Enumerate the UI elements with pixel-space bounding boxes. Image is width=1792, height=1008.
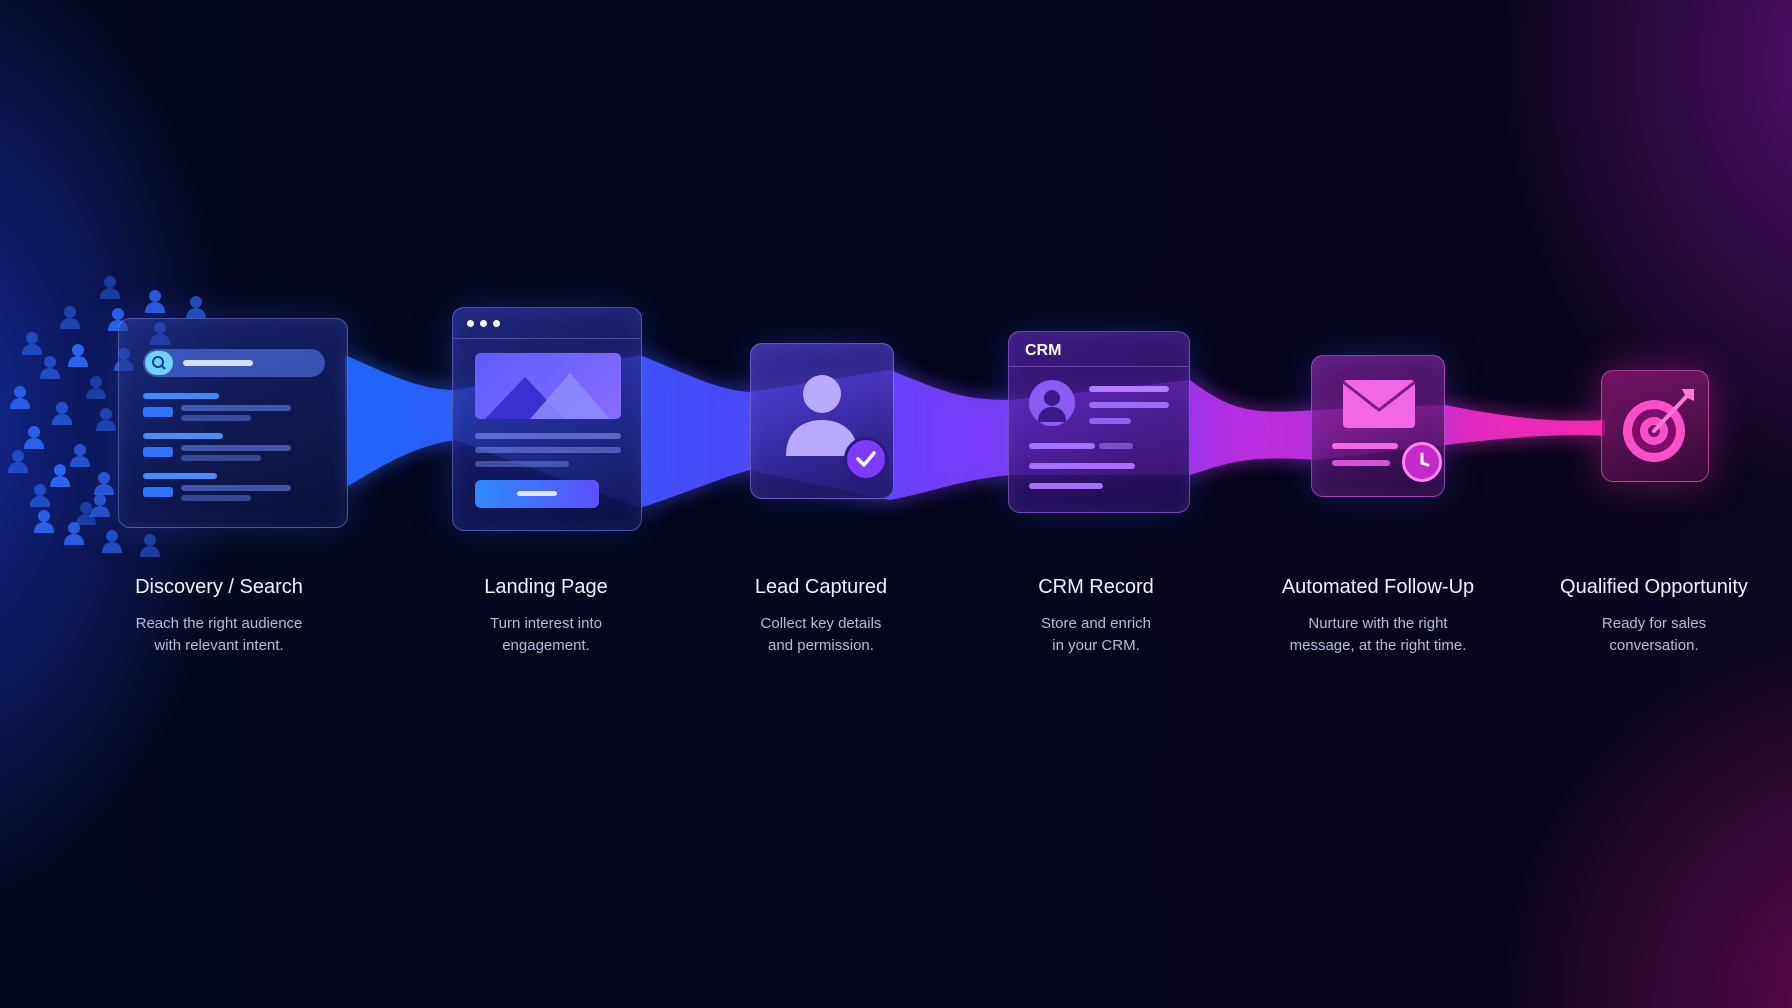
- person-icon: [68, 344, 88, 367]
- person-icon: [10, 386, 30, 409]
- contact-avatar-icon: [1029, 380, 1075, 426]
- hero-image-icon: [475, 353, 621, 419]
- person-icon: [102, 530, 122, 553]
- stage-title-follow-up: Automated Follow-Up: [1281, 576, 1475, 598]
- person-icon: [100, 276, 120, 299]
- envelope-icon: [1342, 380, 1416, 428]
- person-icon: [94, 472, 114, 495]
- user-icon: [786, 375, 858, 456]
- window-dot-icon: [493, 320, 500, 327]
- cta-button: [475, 480, 599, 508]
- person-icon: [76, 502, 96, 525]
- clock-icon: [1402, 442, 1442, 482]
- crm-record-card: CRM: [1008, 331, 1190, 513]
- search-icon: [145, 351, 173, 375]
- browser-toolbar: [453, 308, 641, 339]
- person-icon: [30, 484, 50, 507]
- person-icon: [145, 290, 165, 313]
- stage-title-crm: CRM Record: [1038, 576, 1154, 598]
- landing-page-card: [452, 307, 642, 531]
- person-icon: [64, 522, 84, 545]
- target-icon: [1623, 389, 1694, 462]
- person-icon: [96, 408, 116, 431]
- person-icon: [40, 356, 60, 379]
- stage-title-landing: Landing Page: [484, 576, 608, 598]
- lead-captured-card: [750, 343, 894, 499]
- person-icon: [22, 332, 42, 355]
- stage-title-opportunity: Qualified Opportunity: [1560, 576, 1748, 598]
- check-icon: [844, 437, 888, 481]
- person-icon: [90, 494, 110, 517]
- stage-title-lead: Lead Captured: [754, 576, 888, 598]
- person-icon: [52, 402, 72, 425]
- follow-up-card: [1311, 355, 1445, 497]
- search-bar: [143, 349, 325, 377]
- person-icon: [140, 534, 160, 557]
- crm-label: CRM: [1025, 342, 1062, 359]
- person-icon: [70, 444, 90, 467]
- person-icon: [8, 450, 28, 473]
- stage-title-discovery: Discovery / Search: [135, 576, 303, 598]
- search-results-card: [118, 318, 348, 528]
- person-icon: [50, 464, 70, 487]
- window-dot-icon: [480, 320, 487, 327]
- person-icon: [60, 306, 80, 329]
- person-icon: [24, 426, 44, 449]
- person-icon: [86, 376, 106, 399]
- person-icon: [186, 296, 206, 319]
- opportunity-card: [1601, 370, 1709, 482]
- window-dot-icon: [467, 320, 474, 327]
- person-icon: [34, 510, 54, 533]
